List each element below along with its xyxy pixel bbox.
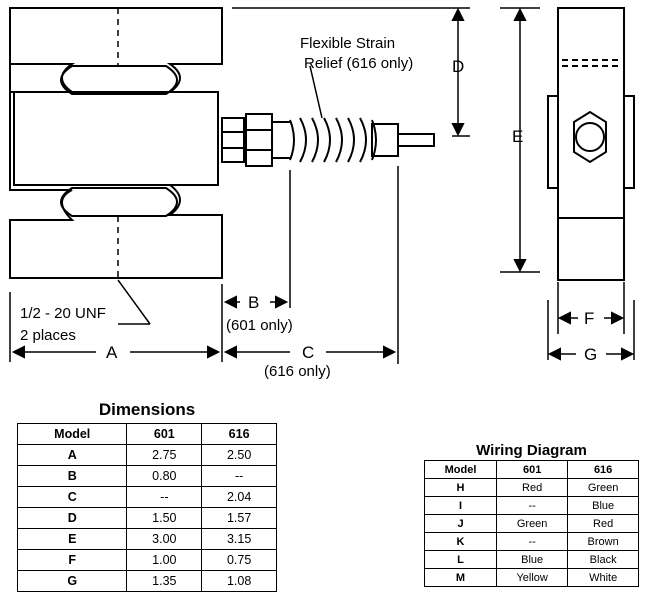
table-row: H Red Green — [423, 478, 639, 497]
dim-f-label: F — [584, 309, 594, 328]
dim-d-label: D — [452, 57, 464, 76]
wiring-title: Wiring Diagram — [476, 442, 587, 459]
table-row: C -- 2.04 — [16, 486, 277, 508]
table-row: I -- Blue — [423, 496, 639, 515]
dim-b-note: (601 only) — [226, 317, 293, 334]
strain-relief-spring — [272, 117, 377, 163]
dim-value-616: 3.15 — [201, 528, 277, 550]
strain-relief-label-line2: Relief (616 only) — [304, 55, 413, 72]
dimensions-header-model: Model — [16, 423, 128, 445]
dim-key: F — [16, 549, 128, 571]
dim-value-616: 2.04 — [201, 486, 277, 508]
wiring-table: Model 601 616 H Red Green I -- Blue J Gr… — [423, 460, 639, 587]
wire-key: I — [423, 496, 498, 515]
dim-value-601: -- — [126, 486, 203, 508]
wire-color-616: White — [567, 568, 639, 587]
dim-value-601: 3.00 — [126, 528, 203, 550]
table-row: M Yellow White — [423, 568, 639, 587]
strain-relief-label-line1: Flexible Strain — [300, 35, 395, 52]
dim-value-601: 1.50 — [126, 507, 203, 529]
wiring-header-616: 616 — [567, 460, 639, 479]
table-row: L Blue Black — [423, 550, 639, 569]
table-row: D 1.50 1.57 — [16, 507, 277, 529]
dim-key: C — [16, 486, 128, 508]
wire-color-601: Green — [496, 514, 569, 533]
dim-value-616: -- — [201, 465, 277, 487]
table-row: A 2.75 2.50 — [16, 444, 277, 466]
wiring-header-model: Model — [423, 460, 498, 479]
wire-color-601: Blue — [496, 550, 569, 569]
unf-label-line1: 1/2 - 20 UNF — [20, 305, 106, 322]
connector-nut-2 — [245, 113, 273, 167]
dim-value-616: 0.75 — [201, 549, 277, 571]
wire-key: H — [423, 478, 498, 497]
side-view-flange-left — [547, 95, 559, 189]
dim-key: E — [16, 528, 128, 550]
table-row: G 1.35 1.08 — [16, 570, 277, 592]
wire-color-616: Green — [567, 478, 639, 497]
wire-color-601: Red — [496, 478, 569, 497]
dim-c-label: C — [302, 343, 314, 362]
dim-e-label: E — [512, 127, 523, 146]
wire-color-616: Blue — [567, 496, 639, 515]
dim-key: D — [16, 507, 128, 529]
s-beam-body — [9, 7, 223, 279]
wire-color-601: Yellow — [496, 568, 569, 587]
table-row: E 3.00 3.15 — [16, 528, 277, 550]
dimensions-header-row: Model 601 616 — [16, 423, 277, 445]
dim-key: B — [16, 465, 128, 487]
wire-color-616: Black — [567, 550, 639, 569]
wiring-header-601: 601 — [496, 460, 569, 479]
wire-color-601: -- — [496, 532, 569, 551]
side-view-hex-hole — [575, 122, 605, 152]
dimensions-header-616: 616 — [201, 423, 277, 445]
dim-c-note: (616 only) — [264, 363, 331, 380]
dim-value-616: 1.57 — [201, 507, 277, 529]
wiring-header-row: Model 601 616 — [423, 460, 639, 479]
dim-b-label: B — [248, 293, 259, 312]
wire-color-601: -- — [496, 496, 569, 515]
side-view-flange-right — [623, 95, 635, 189]
dim-value-601: 1.00 — [126, 549, 203, 571]
s-beam-center-block — [13, 91, 219, 186]
wire-color-616: Brown — [567, 532, 639, 551]
wire-key: M — [423, 568, 498, 587]
dimensions-table: Model 601 616 A 2.75 2.50 B 0.80 -- C --… — [16, 423, 277, 592]
table-row: B 0.80 -- — [16, 465, 277, 487]
table-row: K -- Brown — [423, 532, 639, 551]
table-row: F 1.00 0.75 — [16, 549, 277, 571]
wire-color-616: Red — [567, 514, 639, 533]
dimensions-title: Dimensions — [98, 400, 196, 419]
upper-slot — [60, 65, 178, 95]
wire-key: J — [423, 514, 498, 533]
dim-value-616: 1.08 — [201, 570, 277, 592]
dim-g-label: G — [584, 345, 597, 364]
load-cell-drawing: Flexible Strain Relief (616 only) 1/2 - … — [9, 7, 635, 380]
dim-value-601: 1.35 — [126, 570, 203, 592]
dim-key: G — [16, 570, 128, 592]
side-view-hex-nut — [573, 110, 607, 164]
wire-key: L — [423, 550, 498, 569]
side-view-body — [557, 7, 625, 281]
lower-slot — [60, 187, 178, 217]
wire-key: K — [423, 532, 498, 551]
unf-label-line2: 2 places — [20, 327, 76, 344]
dim-key: A — [16, 444, 128, 466]
dim-value-601: 0.80 — [126, 465, 203, 487]
dimensions-header-601: 601 — [126, 423, 203, 445]
cable — [397, 133, 435, 147]
dim-value-601: 2.75 — [126, 444, 203, 466]
dim-a-label: A — [106, 343, 118, 362]
connector-nut-1 — [221, 117, 245, 163]
table-row: J Green Red — [423, 514, 639, 533]
dim-value-616: 2.50 — [201, 444, 277, 466]
